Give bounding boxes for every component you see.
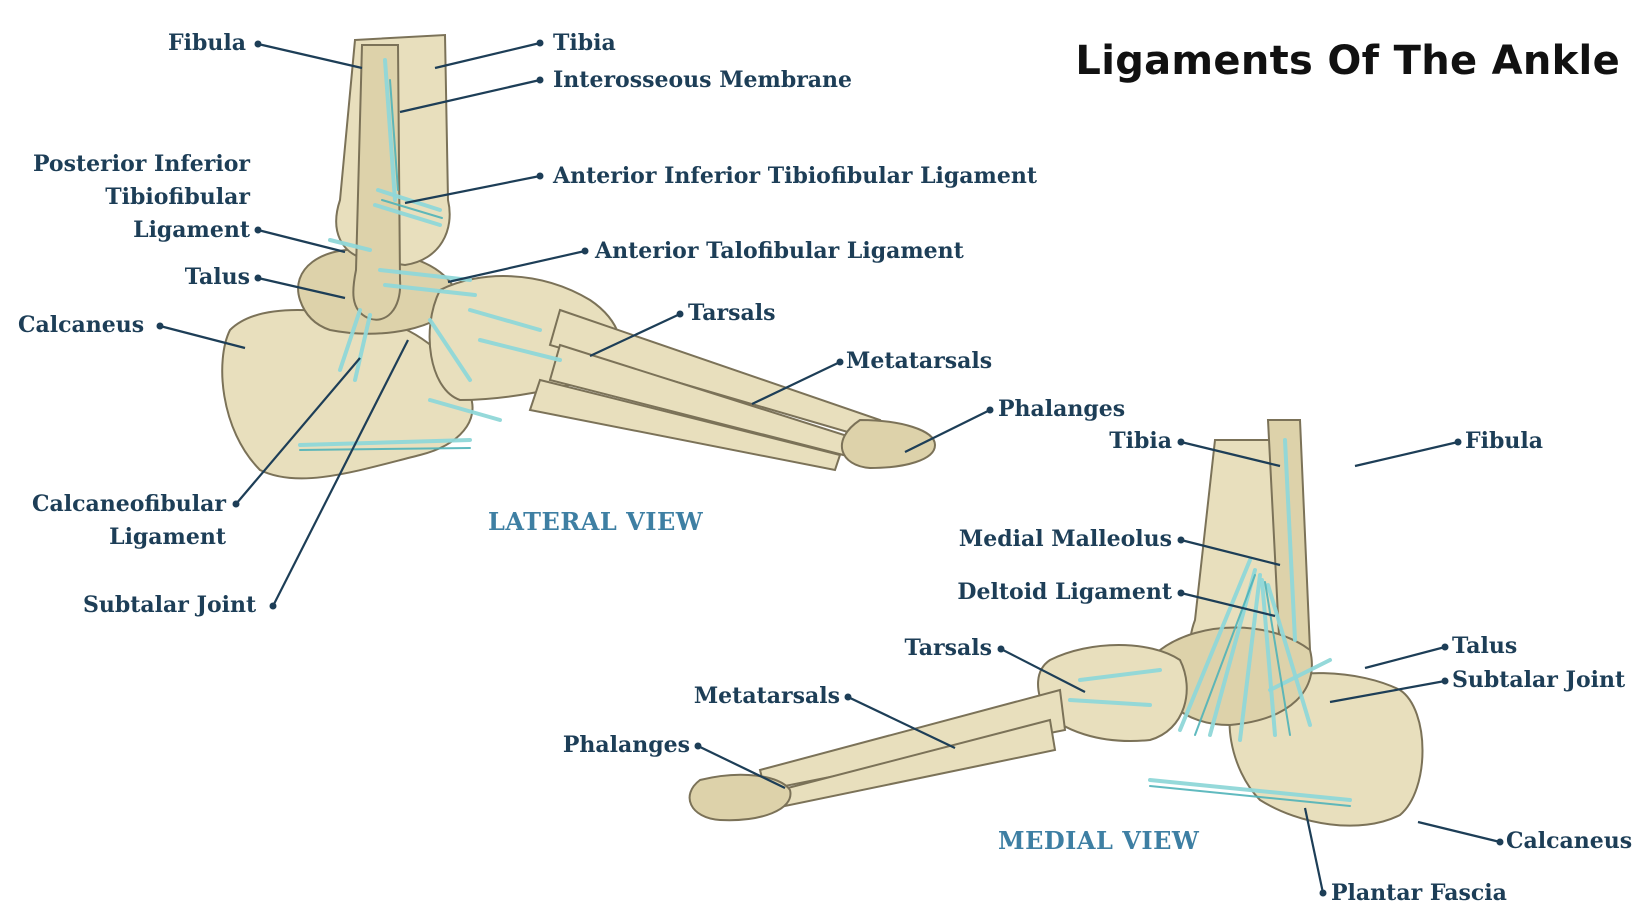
label-lateral-calcaneofibular-line2: Ligament <box>109 524 226 550</box>
label-medial-tibia: Tibia <box>1109 428 1172 454</box>
label-lateral-posterior-inferior-line1: Posterior Inferior <box>32 151 250 177</box>
label-lateral-calcaneus: Calcaneus <box>18 312 145 338</box>
label-lateral-interosseous-membrane: Interosseous Membrane <box>553 67 853 93</box>
medial-phalanges <box>688 773 792 822</box>
lateral-phalanges <box>840 418 937 470</box>
label-medial-fibula: Fibula <box>1465 428 1543 454</box>
label-medial-plantar-fascia: Plantar Fascia <box>1331 880 1507 906</box>
label-lateral-calcaneofibular-line1: Calcaneofibular <box>31 491 226 517</box>
diagram-title: Ligaments Of The Ankle <box>1075 38 1620 84</box>
lateral-leader-lines <box>156 39 994 610</box>
label-medial-medial-malleolus: Medial Malleolus <box>958 526 1172 552</box>
medial-view-caption: MEDIAL VIEW <box>998 826 1200 855</box>
lateral-foot <box>221 33 937 480</box>
label-lateral-metatarsals: Metatarsals <box>846 348 993 374</box>
label-lateral-anterior-inferior-tibiofibular: Anterior Inferior Tibiofibular Ligament <box>553 163 1037 189</box>
label-lateral-subtalar-joint: Subtalar Joint <box>83 592 257 618</box>
label-medial-talus: Talus <box>1452 633 1518 659</box>
label-medial-phalanges: Phalanges <box>562 732 690 758</box>
label-lateral-phalanges: Phalanges <box>998 396 1126 422</box>
label-medial-subtalar-joint: Subtalar Joint <box>1452 667 1626 693</box>
label-lateral-fibula: Fibula <box>168 30 246 56</box>
label-lateral-posterior-inferior-line2: Tibiofibular <box>105 184 250 210</box>
label-medial-metatarsals: Metatarsals <box>693 683 840 709</box>
label-lateral-posterior-inferior-line3: Ligament <box>133 217 250 243</box>
medial-leader-lines <box>694 438 1504 897</box>
lateral-metatarsal-3 <box>528 378 842 472</box>
label-medial-deltoid-ligament: Deltoid Ligament <box>957 579 1172 605</box>
label-lateral-anterior-talofibular: Anterior Talofibular Ligament <box>595 238 964 264</box>
label-lateral-talus: Talus <box>184 264 250 290</box>
label-lateral-tibia: Tibia <box>553 30 616 56</box>
label-lateral-tarsals: Tarsals <box>688 300 776 326</box>
label-medial-tarsals: Tarsals <box>904 635 993 661</box>
medial-foot <box>688 419 1424 827</box>
lateral-view-caption: LATERAL VIEW <box>488 507 704 536</box>
label-medial-calcaneus: Calcaneus <box>1506 828 1633 854</box>
